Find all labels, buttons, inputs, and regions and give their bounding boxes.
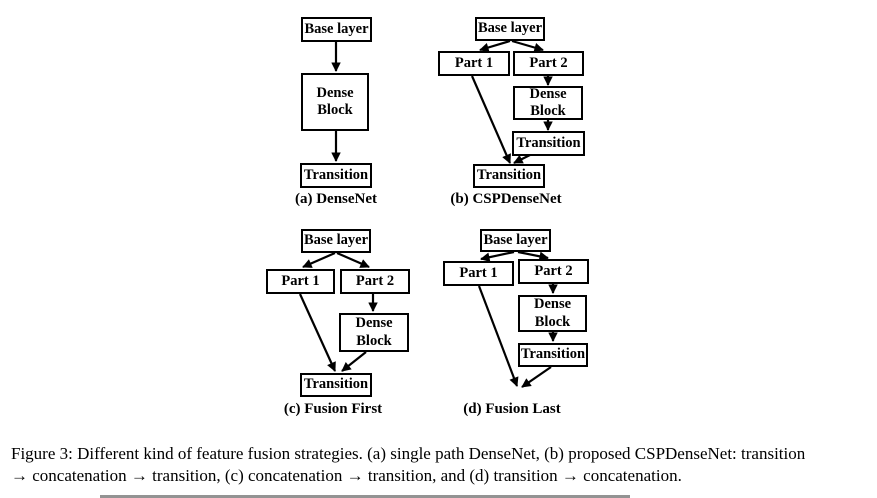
arrow-b-base-to-part1: [479, 39, 511, 53]
fusion-first-part2-node: Part 2: [340, 269, 410, 294]
arrow-c-base-to-part1: [302, 251, 336, 269]
figure-caption-line1: Figure 3: Different kind of feature fusi…: [11, 444, 806, 463]
cropped-next-line-fragment: [100, 495, 630, 498]
arrow-b-transition-inner-to-outer: [513, 154, 531, 164]
fusion-first-caption: (c) Fusion First: [283, 401, 383, 417]
fusion-last-base-layer-node: Base layer: [480, 229, 551, 252]
arrow-b-base-to-part2: [511, 39, 544, 53]
figure-caption: Figure 3: Different kind of feature fusi…: [11, 443, 805, 486]
cspdensenet-part1-node: Part 1: [438, 51, 510, 76]
arrow-d-base-to-part1: [480, 250, 515, 262]
arrow-c-part1-to-transition: [298, 293, 337, 372]
arrow-d-part1-to-concat-point: [477, 285, 519, 387]
arrow-d-base-to-part2: [517, 250, 549, 261]
arrow-c-base-to-part2: [336, 251, 370, 269]
densenet-transition-node: Transition: [300, 163, 372, 188]
cspdensenet-dense-block-node: Dense Block: [513, 86, 583, 120]
fusion-first-dense-block-node: Dense Block: [339, 313, 409, 352]
arrow-d-transition-to-concat-point: [521, 366, 552, 388]
cspdensenet-transition-inner-node: Transition: [512, 131, 585, 156]
fusion-first-transition-node: Transition: [300, 373, 372, 397]
fusion-first-base-layer-node: Base layer: [301, 229, 371, 253]
fusion-last-transition-node: Transition: [518, 343, 588, 367]
fusion-last-caption: (d) Fusion Last: [463, 401, 561, 417]
arrow-c-dense-to-transition: [341, 351, 367, 372]
fusion-last-dense-block-node: Dense Block: [518, 295, 587, 332]
fusion-last-part2-node: Part 2: [518, 259, 589, 284]
densenet-caption: (a) DenseNet: [294, 191, 378, 207]
densenet-base-layer-node: Base layer: [301, 17, 372, 42]
fusion-first-part1-node: Part 1: [266, 269, 335, 294]
figure-caption-line2: → concatenation → transition, (c) concat…: [11, 465, 682, 485]
fusion-last-part1-node: Part 1: [443, 261, 514, 286]
densenet-dense-block-node: Dense Block: [301, 73, 369, 131]
cspdensenet-part2-node: Part 2: [513, 51, 584, 76]
cspdensenet-caption: (b) CSPDenseNet: [450, 191, 562, 207]
cspdensenet-transition-outer-node: Transition: [473, 164, 545, 188]
cspdensenet-base-layer-node: Base layer: [475, 17, 545, 41]
arrow-b-part1-to-transition-outer: [470, 75, 512, 164]
